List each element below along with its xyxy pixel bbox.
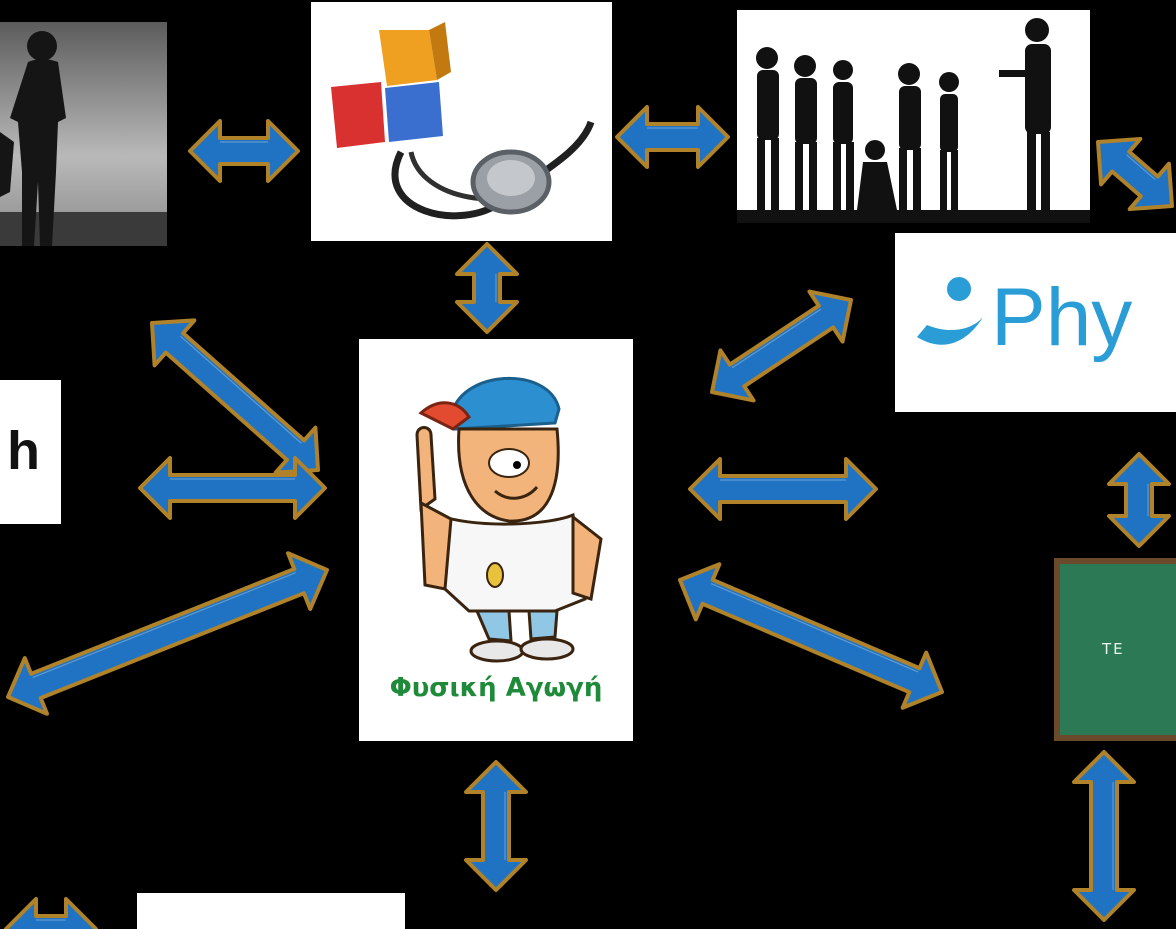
center-caption: Φυσική Αγωγή — [389, 673, 603, 703]
youth-team-silhouettes-image — [737, 10, 1090, 223]
woman-center-arrow-shape — [150, 318, 321, 475]
lowerleft-center-arrow-shape — [6, 551, 330, 716]
center-physio-arrow-highlight — [731, 308, 822, 369]
center-right-arrow — [688, 457, 878, 521]
medical-center-arrow-shape — [455, 242, 519, 334]
center-board-arrow-shape — [678, 562, 945, 710]
woman-medical-arrow-shape — [188, 119, 300, 183]
lowerleft-center-arrow-highlight — [32, 572, 297, 679]
group-physio-arrow-highlight — [1126, 154, 1156, 181]
woman-silhouette-graphic — [0, 22, 167, 246]
bottom-card — [137, 893, 405, 929]
group-physio-arrow-shape — [1096, 136, 1175, 212]
partial-text: h — [7, 421, 40, 481]
center-physio-arrow — [710, 289, 854, 403]
center-down-arrow-shape — [464, 760, 528, 892]
woman-center-arrow-highlight — [180, 335, 302, 444]
board-down-arrow — [1072, 750, 1136, 922]
center-physio-arrow-shape — [710, 289, 854, 403]
physio-logo-text: Phy — [991, 272, 1133, 363]
h-center-arrow — [138, 456, 327, 520]
h-center-arrow-shape — [138, 456, 327, 520]
group-physio-arrow — [1096, 136, 1175, 212]
lowerleft-center-arrow — [6, 551, 330, 716]
abc-blocks-stethoscope-image — [311, 2, 612, 241]
physical-education-card: Φυσική Αγωγή — [359, 339, 633, 741]
physio-board-arrow — [1107, 452, 1171, 548]
partial-text-card: h — [0, 380, 61, 524]
chalkboard-image: TE — [1054, 558, 1176, 741]
board-down-arrow-shape — [1072, 750, 1136, 922]
center-right-arrow-shape — [688, 457, 878, 521]
woman-center-arrow — [150, 318, 321, 475]
bottomleft-arrow-shape — [4, 897, 98, 929]
coach-cartoon-graphic — [359, 339, 633, 669]
medical-center-arrow — [455, 242, 519, 334]
chalkboard-text: TE — [1102, 640, 1125, 658]
abc-blocks-stethoscope-graphic — [311, 2, 612, 241]
physio-person-icon — [917, 277, 983, 345]
center-board-arrow-highlight — [710, 582, 919, 673]
center-down-arrow — [464, 760, 528, 892]
woman-medical-arrow — [188, 119, 300, 183]
medical-group-arrow-shape — [615, 105, 730, 169]
chalkboard-surface: TE — [1060, 564, 1176, 735]
medical-group-arrow — [615, 105, 730, 169]
woman-silhouette-image — [0, 22, 167, 246]
physio-logo-card: Phy — [895, 233, 1176, 412]
youth-team-silhouettes-graphic — [737, 10, 1090, 223]
physio-board-arrow-shape — [1107, 452, 1171, 548]
bottomleft-arrow — [4, 897, 98, 929]
center-board-arrow — [678, 562, 945, 710]
